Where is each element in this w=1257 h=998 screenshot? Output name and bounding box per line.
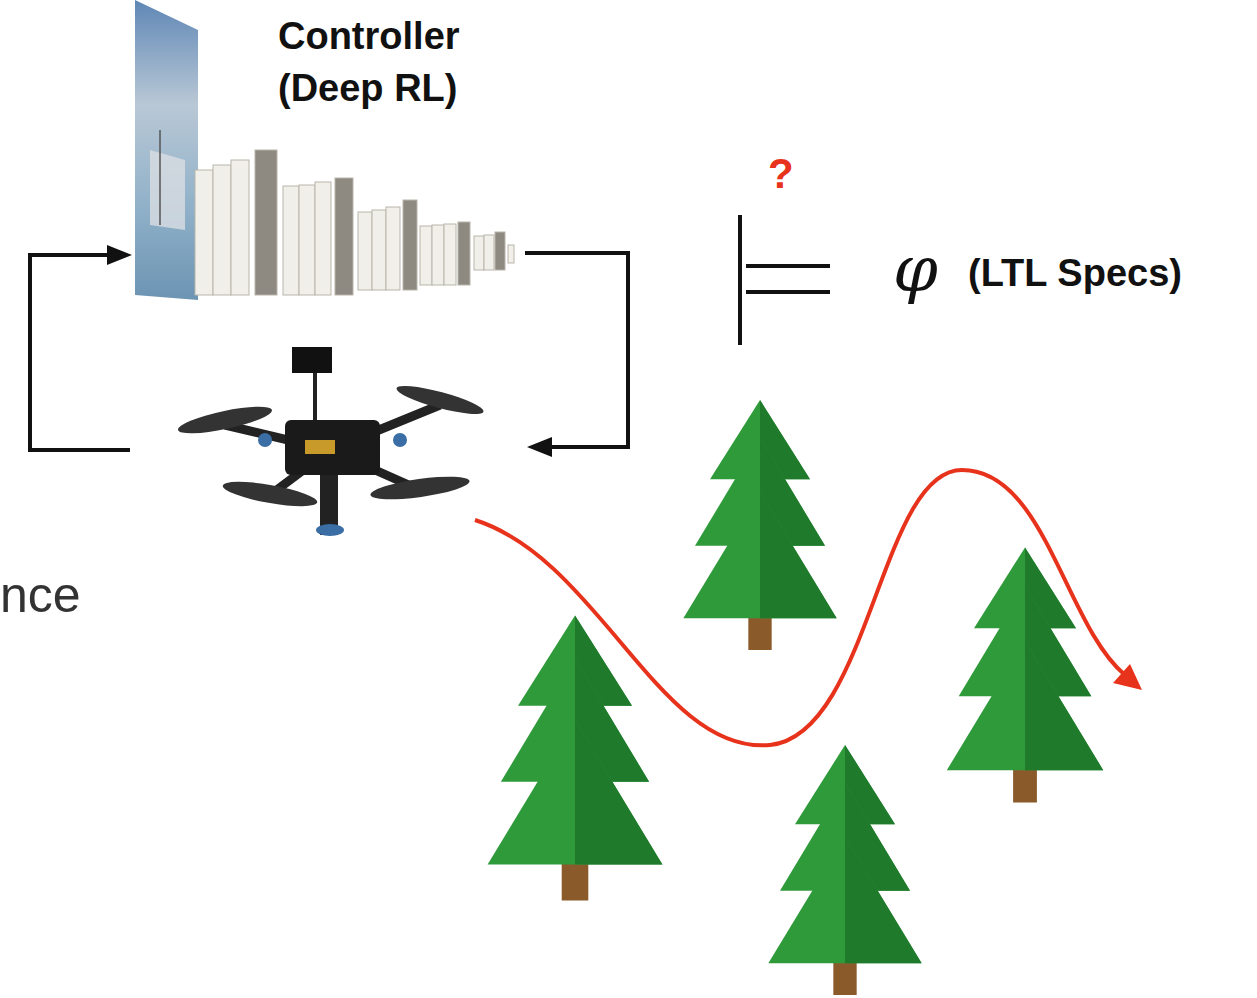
question-mark: ?: [768, 150, 794, 198]
cnn-layers: [195, 150, 514, 295]
drone: [176, 347, 485, 536]
controller-title: Controller (Deep RL): [278, 10, 528, 114]
partial-text: nce: [0, 566, 81, 624]
trajectory: [475, 470, 1142, 745]
spec-symbol: φ: [893, 232, 938, 306]
models-symbol: [740, 215, 830, 345]
input-image: [135, 0, 198, 300]
spec-label: (LTL Specs): [968, 252, 1182, 295]
